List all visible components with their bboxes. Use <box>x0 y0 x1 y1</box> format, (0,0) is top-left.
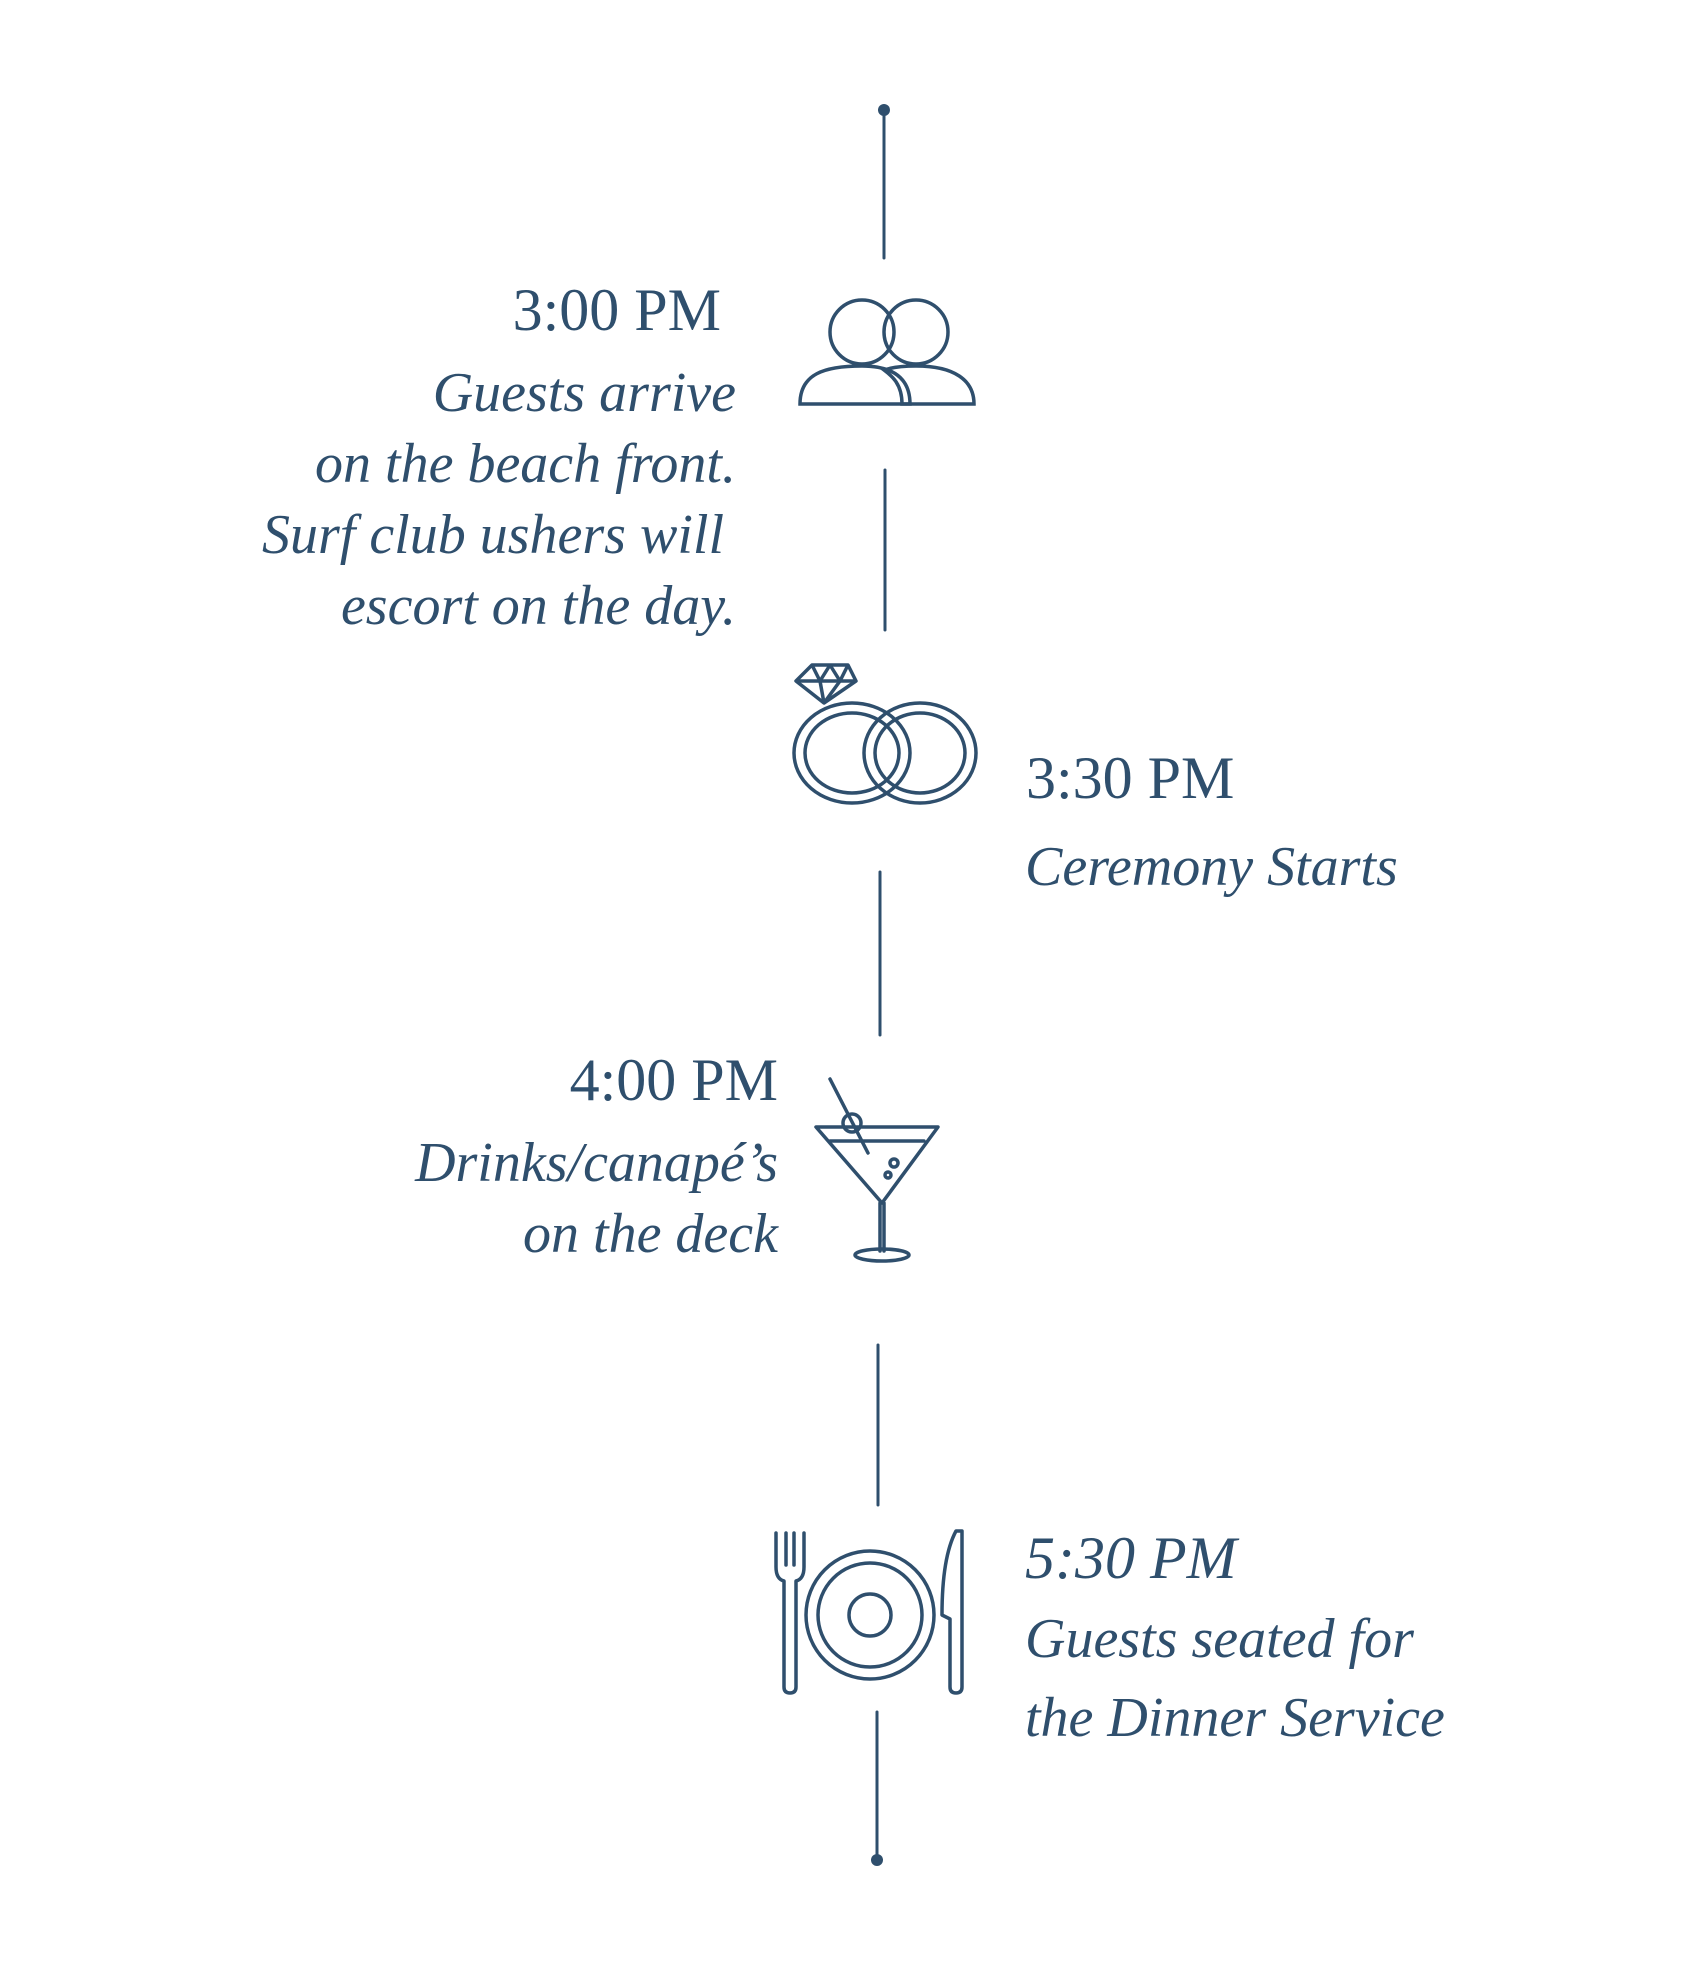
event-description-line: Guests arrive <box>432 362 736 424</box>
event-description-line: escort on the day. <box>340 575 736 637</box>
guests-icon <box>798 296 976 408</box>
event-description-line: on the deck <box>523 1203 778 1265</box>
event-description-line: the Dinner Service <box>1025 1687 1445 1749</box>
wedding-rings-icon <box>790 655 980 805</box>
event-description-line: on the beach front. <box>315 433 736 495</box>
event-description: Ceremony Starts <box>1025 832 1398 903</box>
event-description-line: Ceremony Starts <box>1025 836 1398 898</box>
event-time: 3:30 PM <box>1026 745 1235 811</box>
timeline-start-dot <box>878 104 890 116</box>
event-description: Guests seated for the Dinner Service <box>1025 1600 1445 1758</box>
event-time: 5:30 PM <box>1025 1525 1237 1591</box>
dinner-plate-icon <box>770 1527 970 1697</box>
event-description-line: Drinks/canapé’s <box>415 1132 778 1194</box>
event-description: Drinks/canapé’s on the deck <box>415 1128 778 1270</box>
event-time: 4:00 PM <box>569 1047 778 1113</box>
event-description-line: Guests seated for <box>1025 1608 1414 1670</box>
event-description: Guests arrive on the beach front. Surf c… <box>262 358 736 642</box>
event-description-line: Surf club ushers will <box>261 504 724 566</box>
event-time: 3:00 PM <box>512 277 721 343</box>
timeline-end-dot <box>871 1854 883 1866</box>
cocktail-icon <box>812 1075 942 1265</box>
